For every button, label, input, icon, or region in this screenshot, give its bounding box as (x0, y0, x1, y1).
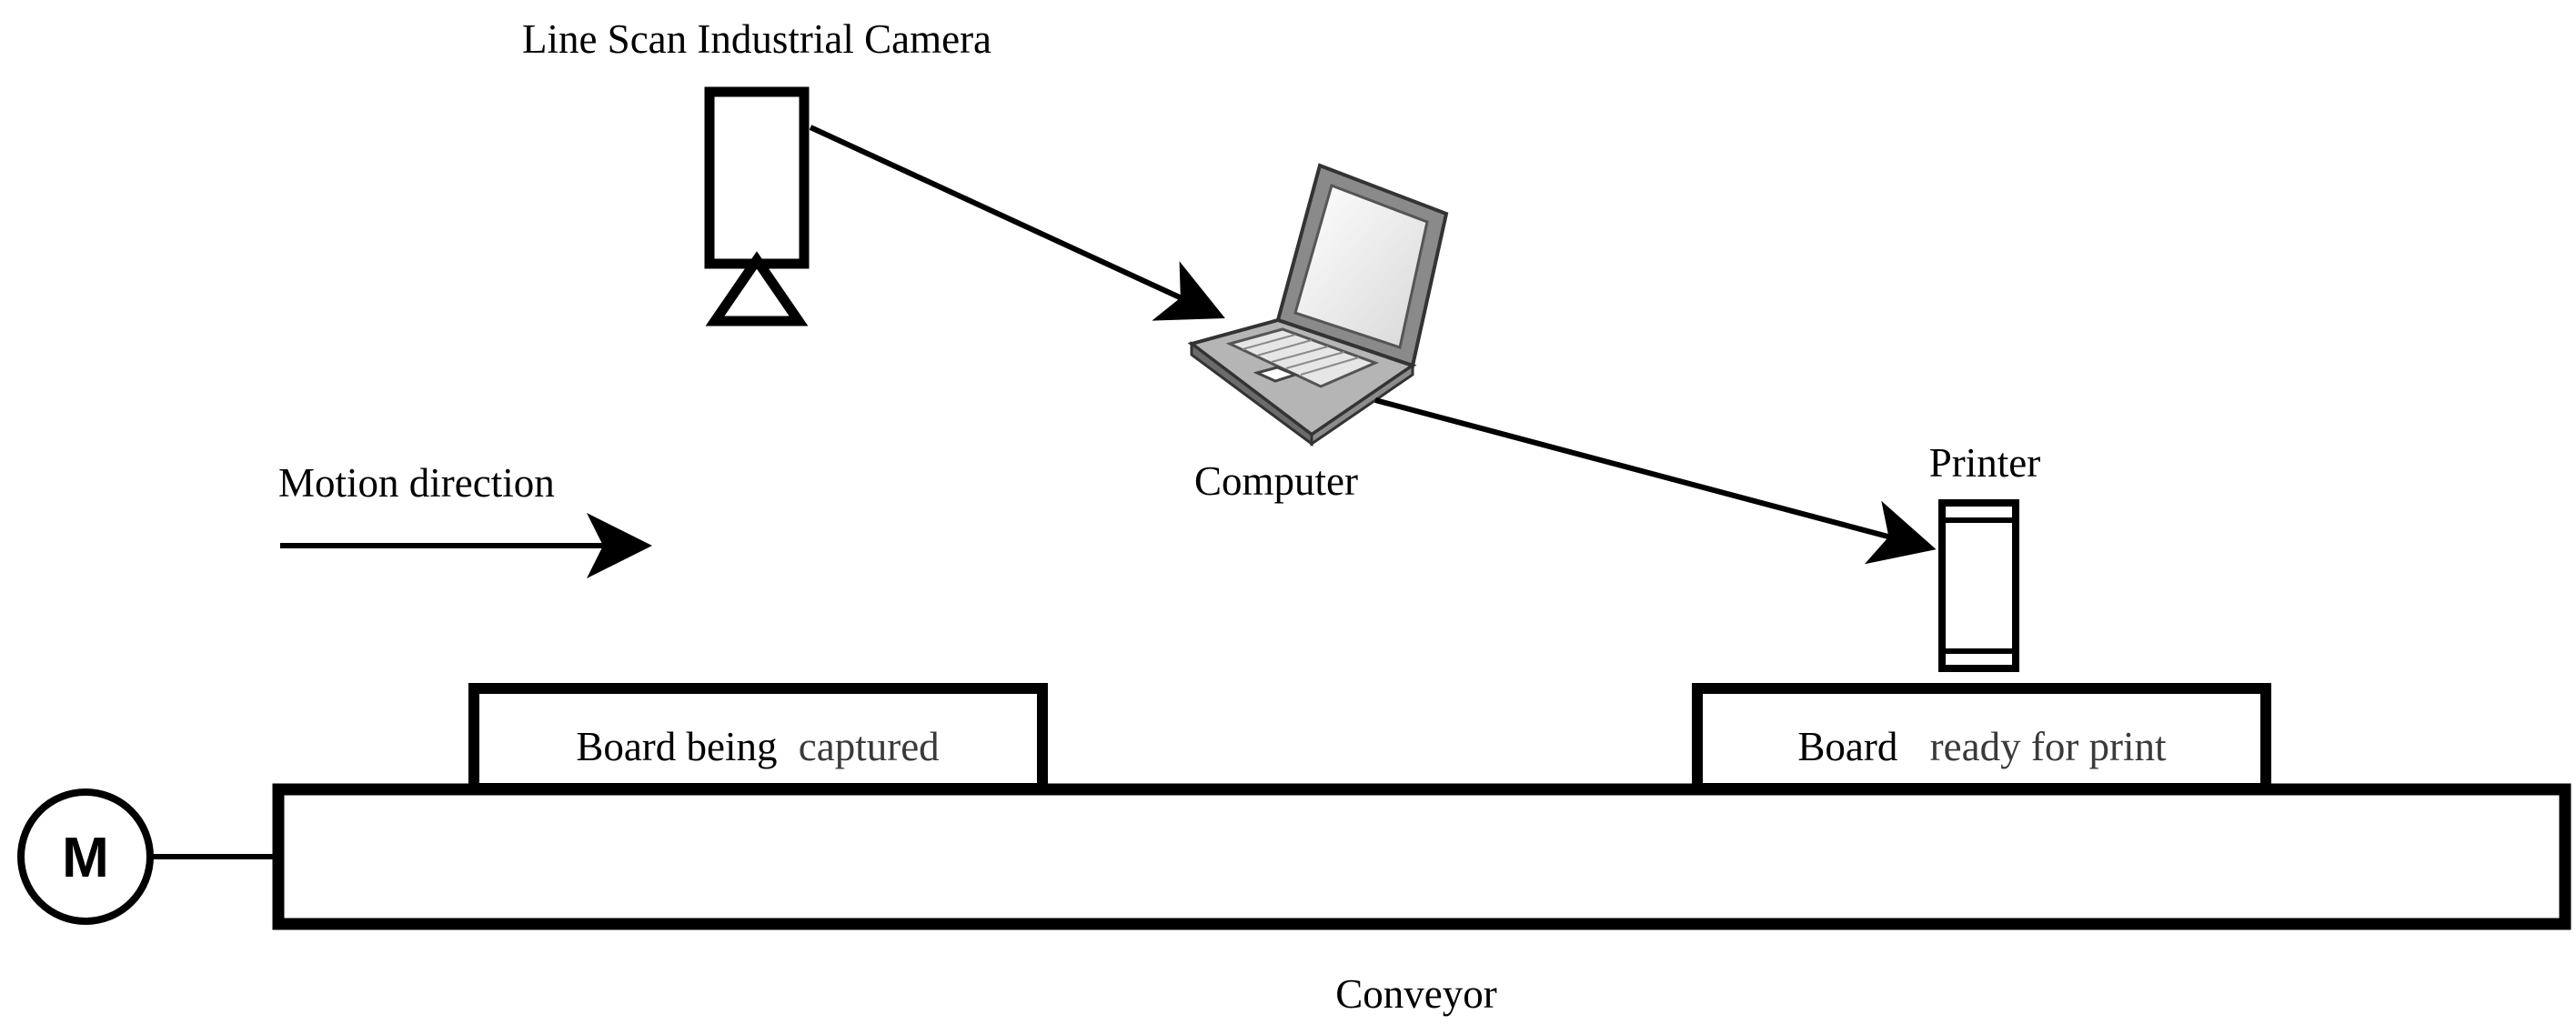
motion-direction-label: Motion direction (278, 460, 555, 506)
printer-icon (1938, 499, 2019, 672)
board-captured-label-part2: captured (799, 724, 940, 769)
computer-label: Computer (1194, 458, 1358, 504)
laptop-touchpad (1253, 366, 1300, 383)
computer-to-printer-arrow (1374, 397, 1937, 565)
camera-to-computer-arrow (809, 125, 1225, 321)
board-captured-label: Board being captured (576, 724, 939, 769)
line-scan-camera (704, 86, 810, 326)
laptop-base-side (1310, 363, 1414, 447)
laptop-screen (1293, 184, 1429, 349)
board-print-label-part2: ready for print (1930, 724, 2167, 769)
camera-body (704, 86, 810, 269)
board-captured-label-part1: Board being (576, 724, 777, 769)
board-print-label: Board ready for print (1797, 724, 2167, 769)
board-being-captured (468, 683, 1048, 794)
board-ready-for-print (1692, 683, 2271, 794)
camera-label: Line Scan Industrial Camera (522, 16, 991, 62)
conveyor-label: Conveyor (1335, 971, 1496, 1017)
motor-label: M (62, 827, 109, 889)
board-print-label-part1: Board (1797, 724, 1897, 769)
conveyor-belt (272, 783, 2571, 930)
printer-label: Printer (1929, 440, 2040, 486)
laptop-computer-icon (1187, 163, 1449, 447)
motor-circle (17, 788, 154, 925)
camera-stand (705, 251, 809, 326)
